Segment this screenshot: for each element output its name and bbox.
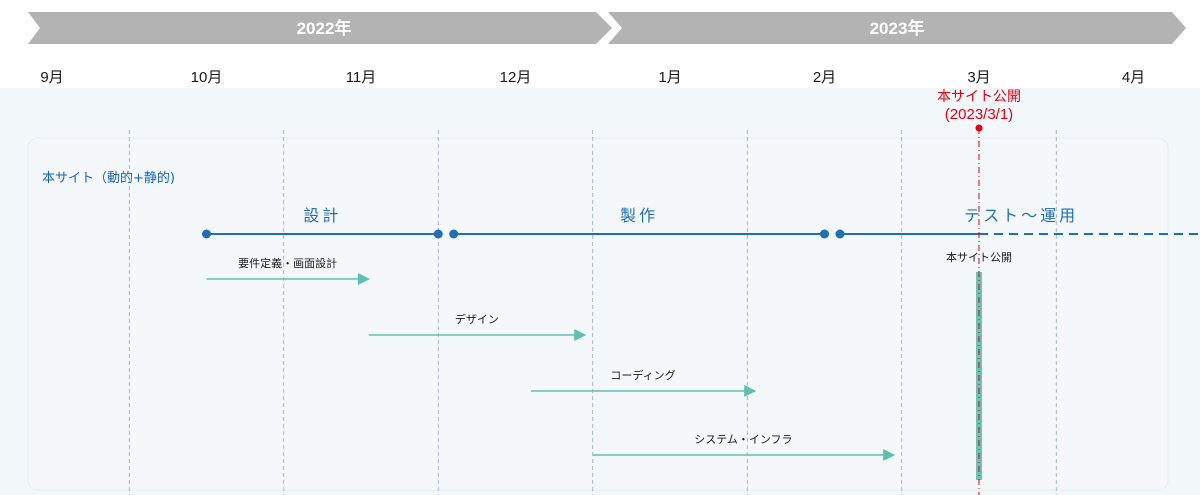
month-label: 4月: [1122, 69, 1145, 86]
lane-label: 本サイト（動的+静的): [42, 170, 175, 186]
year-label-2022: 2022年: [297, 18, 352, 38]
lane-card: [27, 137, 1169, 491]
phase-start-dot: [835, 229, 845, 239]
year-label-2023: 2023年: [870, 18, 925, 38]
month-label: 2月: [813, 69, 836, 86]
phase-lines: 設計 製作 テスト～運用: [202, 206, 1200, 239]
phase-end-dot: [433, 229, 443, 239]
month-label: 1月: [658, 69, 681, 86]
month-axis: 9月 10月 11月 12月 1月 2月 3月 4月: [40, 69, 1145, 86]
grid-lines: [128, 130, 1057, 495]
phase-label: 設計: [303, 206, 341, 225]
month-label: 12月: [500, 69, 532, 86]
phase-label: テスト～運用: [964, 206, 1078, 225]
month-label: 9月: [40, 69, 63, 86]
launch-bar-label: 本サイト公開: [946, 250, 1012, 264]
year-banner-2023: [608, 12, 1186, 44]
phase-label: 製作: [620, 206, 658, 225]
milestone-dot: [975, 124, 983, 132]
phase-start-dot: [449, 229, 459, 239]
milestone-title: 本サイト公開: [937, 89, 1021, 105]
year-banner-2022: [28, 12, 612, 44]
month-label: 10月: [191, 69, 223, 86]
task-label: デザイン: [455, 312, 499, 326]
task-label: 要件定義・画面設計: [238, 256, 337, 270]
month-label: 11月: [346, 69, 377, 86]
phase-start-dot: [202, 229, 211, 239]
milestone-group: 本サイト公開(2023/3/1): [937, 89, 1021, 495]
month-label: 3月: [967, 69, 990, 86]
milestone-date: (2023/3/1): [945, 106, 1013, 123]
phase-end-dot: [820, 229, 829, 239]
task-label: コーディング: [610, 368, 675, 382]
task-label: システム・インフラ: [694, 433, 792, 446]
